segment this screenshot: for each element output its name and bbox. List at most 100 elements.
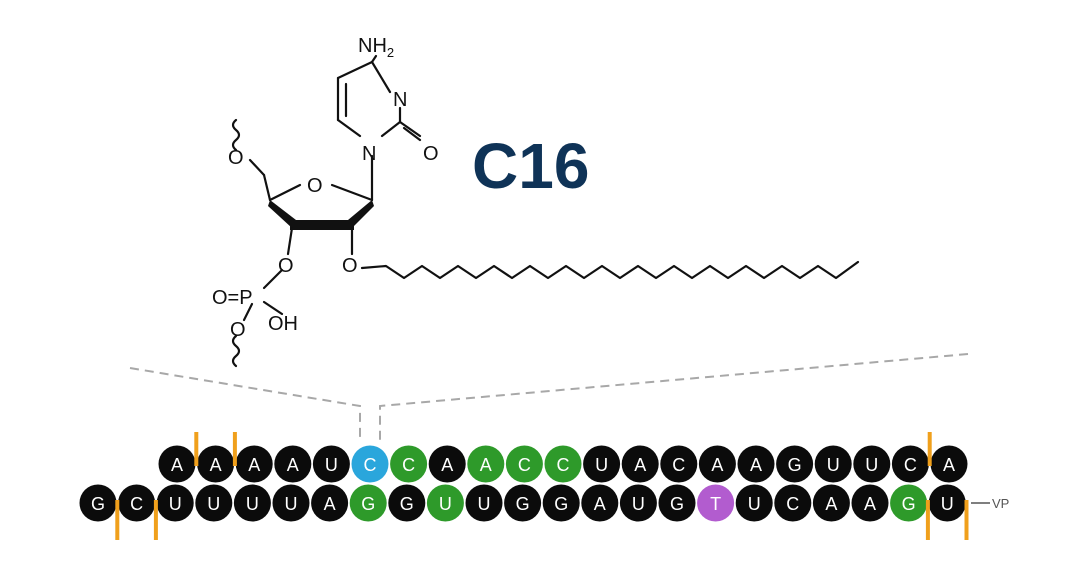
antisense-nucleotide-circle	[388, 484, 426, 522]
antisense-nucleotide: G	[349, 484, 387, 522]
antisense-base-label: U	[941, 494, 954, 514]
sense-nucleotide-circle	[274, 445, 312, 483]
antisense-nucleotide-circle	[349, 484, 387, 522]
o2-label: O	[342, 255, 358, 277]
sense-base-label: C	[364, 455, 377, 475]
sense-base-label: A	[210, 455, 222, 475]
antisense-nucleotide: G	[658, 484, 696, 522]
o5-label: O	[228, 147, 244, 169]
antisense-nucleotide-circle	[79, 484, 117, 522]
antisense-nucleotide-circle	[890, 484, 928, 522]
sense-nucleotide-circle	[505, 445, 543, 483]
sense-nucleotide-circle	[544, 445, 582, 483]
sense-base-label: A	[171, 455, 183, 475]
antisense-nucleotide-circle	[812, 484, 850, 522]
antisense-nucleotide-circle	[928, 484, 966, 522]
sense-nucleotide: U	[853, 445, 891, 483]
sense-nucleotide: C	[351, 445, 389, 483]
sense-base-label: A	[248, 455, 260, 475]
sense-base-label: A	[711, 455, 723, 475]
antisense-nucleotide-circle	[272, 484, 310, 522]
sense-nucleotide: U	[814, 445, 852, 483]
sense-base-label: C	[672, 455, 685, 475]
ring-nitrogen-label: N	[393, 89, 407, 111]
sense-nucleotide-circle	[583, 445, 621, 483]
antisense-base-label: C	[130, 494, 143, 514]
antisense-nucleotide: C	[118, 484, 156, 522]
antisense-nucleotide: G	[504, 484, 542, 522]
sense-base-label: C	[518, 455, 531, 475]
sense-nucleotide: C	[505, 445, 543, 483]
sense-nucleotide-circle	[776, 445, 814, 483]
antisense-base-label: G	[91, 494, 105, 514]
bottom-oxygen-label: O	[230, 319, 246, 341]
antisense-nucleotide: A	[851, 484, 889, 522]
sense-nucleotide: G	[776, 445, 814, 483]
c16-nucleotide-structure: NH2 N O N O O O O O=P OH O	[212, 35, 860, 368]
sense-nucleotide: A	[737, 445, 775, 483]
vinylphosphonate-end: VP	[971, 496, 1009, 511]
antisense-nucleotide-circle	[581, 484, 619, 522]
sense-nucleotide-circle	[737, 445, 775, 483]
sense-base-label: U	[827, 455, 840, 475]
antisense-nucleotide-circle	[426, 484, 464, 522]
sense-nucleotide-circle	[660, 445, 698, 483]
sense-nucleotide-circle	[621, 445, 659, 483]
sense-nucleotide: A	[235, 445, 273, 483]
sense-nucleotide: C	[660, 445, 698, 483]
antisense-nucleotide: U	[735, 484, 773, 522]
antisense-base-label: A	[864, 494, 876, 514]
sense-base-label: U	[325, 455, 338, 475]
antisense-nucleotide: T	[697, 484, 735, 522]
antisense-nucleotide: U	[619, 484, 657, 522]
antisense-base-label: A	[594, 494, 606, 514]
antisense-nucleotide: U	[465, 484, 503, 522]
sense-base-label: G	[788, 455, 802, 475]
sense-nucleotide: A	[428, 445, 466, 483]
sense-base-label: A	[943, 455, 955, 475]
antisense-nucleotide: U	[233, 484, 271, 522]
sense-nucleotide-circle	[891, 445, 929, 483]
sense-base-label: A	[441, 455, 453, 475]
sense-nucleotide-circle	[312, 445, 350, 483]
sense-nucleotide: A	[274, 445, 312, 483]
sense-base-label: U	[595, 455, 608, 475]
ring-oxygen-label: O	[307, 175, 323, 197]
antisense-nucleotide: G	[890, 484, 928, 522]
sense-nucleotide-circle	[467, 445, 505, 483]
amine-label: NH2	[358, 35, 394, 60]
phosphorothioate-linkages	[115, 432, 969, 540]
sense-nucleotide: C	[390, 445, 428, 483]
sense-nucleotide-circle	[235, 445, 273, 483]
antisense-nucleotide-circle	[619, 484, 657, 522]
antisense-base-label: T	[710, 494, 721, 514]
sense-nucleotide: A	[197, 445, 235, 483]
sense-nucleotide: A	[467, 445, 505, 483]
antisense-base-label: A	[324, 494, 336, 514]
sense-nucleotide: U	[312, 445, 350, 483]
sense-nucleotide: C	[544, 445, 582, 483]
antisense-nucleotide-circle	[465, 484, 503, 522]
antisense-base-label: U	[246, 494, 259, 514]
antisense-base-label: U	[439, 494, 452, 514]
sense-nucleotide-circle	[158, 445, 196, 483]
antisense-base-label: G	[902, 494, 916, 514]
antisense-nucleotide-circle	[774, 484, 812, 522]
sense-nucleotide-circle	[197, 445, 235, 483]
antisense-base-label: G	[516, 494, 530, 514]
antisense-nucleotide: A	[581, 484, 619, 522]
sense-nucleotide-circle	[698, 445, 736, 483]
antisense-nucleotide-circle	[195, 484, 233, 522]
antisense-nucleotide: U	[272, 484, 310, 522]
antisense-nucleotide: A	[311, 484, 349, 522]
sense-nucleotide: A	[930, 445, 968, 483]
antisense-nucleotide: G	[79, 484, 117, 522]
antisense-base-label: U	[632, 494, 645, 514]
antisense-nucleotide-circle	[156, 484, 194, 522]
antisense-base-label: U	[207, 494, 220, 514]
sense-base-label: C	[904, 455, 917, 475]
antisense-nucleotide-circle	[504, 484, 542, 522]
antisense-nucleotide-circle	[311, 484, 349, 522]
